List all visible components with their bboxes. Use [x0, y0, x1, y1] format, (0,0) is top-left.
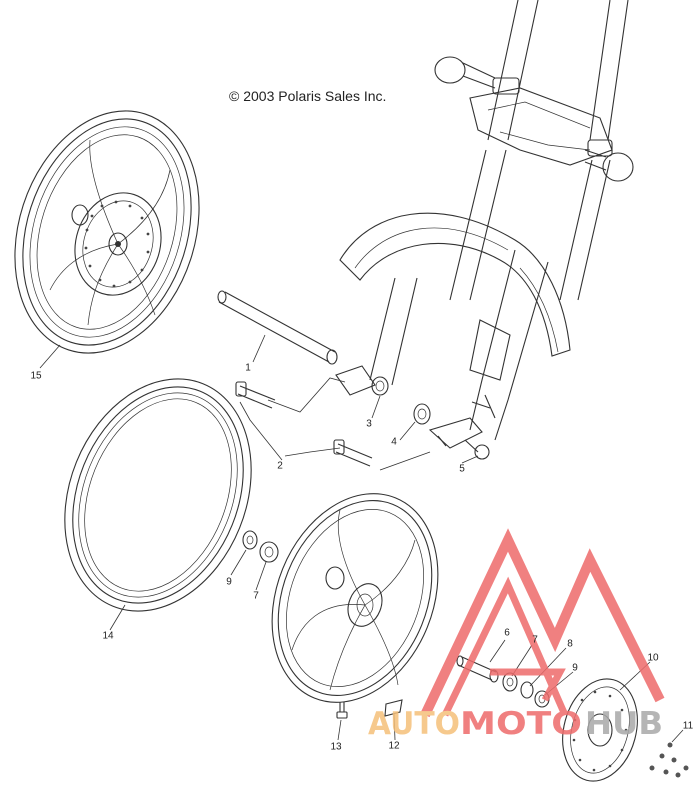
callout-13: 13 [330, 741, 342, 753]
callout-9-right: 9 [572, 662, 578, 674]
callout-9-left: 9 [226, 576, 232, 588]
callout-5: 5 [459, 463, 465, 475]
wheel-rim [271, 493, 439, 703]
valve-stem [336, 702, 348, 719]
callout-3: 3 [366, 418, 372, 430]
turn-signal-right [584, 139, 634, 182]
axle-nut [464, 439, 490, 460]
callout-4: 4 [391, 436, 397, 448]
callout-2: 2 [277, 460, 283, 472]
watermark-text-hub: HUB [585, 706, 663, 742]
front-fork-assembly [335, 0, 634, 449]
callout-7-left: 7 [253, 590, 259, 602]
callout-7-right: 7 [532, 634, 538, 646]
watermark-text-auto: AUTO [368, 706, 460, 742]
disc-bolts [649, 742, 689, 778]
brake-disc [562, 678, 638, 782]
leader-lines [39, 334, 684, 743]
callout-6: 6 [504, 627, 510, 639]
front-tire [64, 378, 252, 612]
callout-15: 15 [30, 370, 42, 382]
callout-11: 11 [682, 720, 694, 732]
pinch-bolts [235, 381, 373, 467]
callout-10: 10 [647, 652, 659, 664]
front-axle [217, 290, 338, 365]
right-spacer-bearing-seal [456, 655, 550, 708]
wheel-assembly-complete [14, 110, 200, 354]
turn-signal-left [434, 56, 520, 95]
callout-14: 14 [102, 630, 114, 642]
callout-8: 8 [567, 638, 573, 650]
watermark-text-moto: MOTO [460, 706, 582, 742]
left-bearing-and-seal [242, 530, 279, 563]
callout-12: 12 [388, 740, 400, 752]
balance-weight [384, 699, 403, 717]
copyright-notice: © 2003 Polaris Sales Inc. [229, 88, 387, 104]
callout-1: 1 [245, 362, 251, 374]
automotohub-watermark-logo: AUTO MOTO HUB [368, 528, 665, 742]
front-fender [339, 212, 571, 357]
axle-spacers [371, 376, 447, 447]
